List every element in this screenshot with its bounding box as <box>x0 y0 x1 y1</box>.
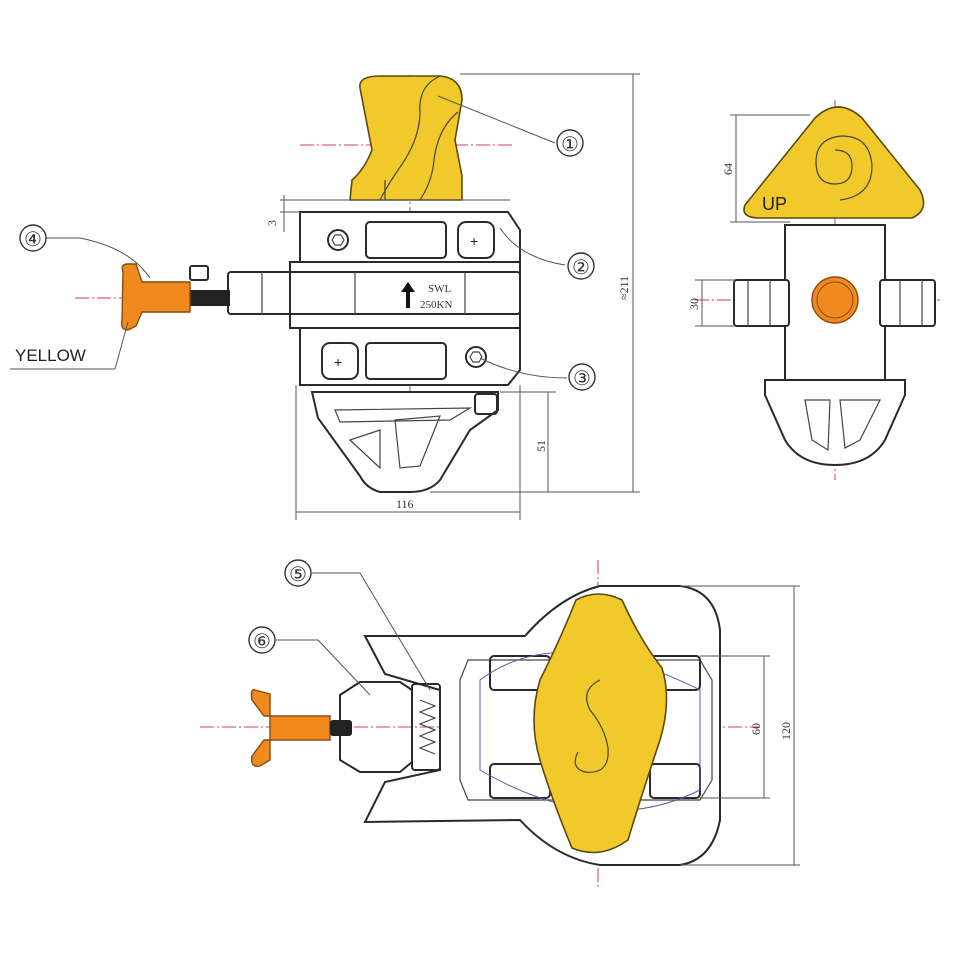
dimension-lines-front: 3 ≈211 51 116 <box>265 73 640 520</box>
dimension-lines-top: 60 120 <box>680 585 800 866</box>
dim-211: ≈211 <box>617 276 631 300</box>
svg-text:⑤: ⑤ <box>289 564 307 586</box>
top-cone-handle <box>349 75 463 201</box>
dim-3: 3 <box>265 220 279 226</box>
callout-2: ② <box>499 227 595 280</box>
top-view: ⑤ ⑥ 60 120 <box>200 559 800 890</box>
callout-1: ① <box>437 95 584 157</box>
callout-6: ⑥ <box>248 626 371 696</box>
svg-text:⑥: ⑥ <box>253 631 271 653</box>
yellow-label: YELLOW <box>15 346 86 365</box>
bottom-cone <box>310 391 499 493</box>
main-housing: + + SWL 250KN <box>227 211 521 386</box>
callout-3: ③ <box>479 357 596 391</box>
dim-64: 64 <box>721 163 735 175</box>
svg-text:+: + <box>334 354 342 370</box>
rating-label: 250KN <box>420 299 452 311</box>
svg-text:+: + <box>470 233 478 249</box>
dimension-lines-side: 64 30 <box>687 114 810 327</box>
side-body <box>733 224 936 467</box>
dim-60: 60 <box>749 723 763 735</box>
dim-51: 51 <box>534 440 548 452</box>
svg-text:③: ③ <box>573 368 591 390</box>
side-view: UP 64 30 <box>687 100 940 480</box>
up-handle: UP <box>743 106 925 219</box>
yellow-label-leader: YELLOW <box>10 321 129 370</box>
front-view: + + SWL 250KN ① <box>10 73 640 520</box>
spring-and-pin <box>250 681 441 773</box>
up-label: UP <box>762 194 787 214</box>
dim-116: 116 <box>396 497 414 511</box>
svg-text:②: ② <box>572 257 590 279</box>
top-twist-handle <box>533 593 668 854</box>
svg-text:①: ① <box>561 134 579 156</box>
callout-5: ⑤ <box>284 559 431 691</box>
swl-label: SWL <box>428 283 452 295</box>
callout-4: ④ <box>19 224 151 279</box>
manual-release-pin <box>120 263 230 331</box>
svg-text:④: ④ <box>24 229 42 251</box>
dim-30: 30 <box>687 298 701 310</box>
dim-120: 120 <box>779 722 793 740</box>
